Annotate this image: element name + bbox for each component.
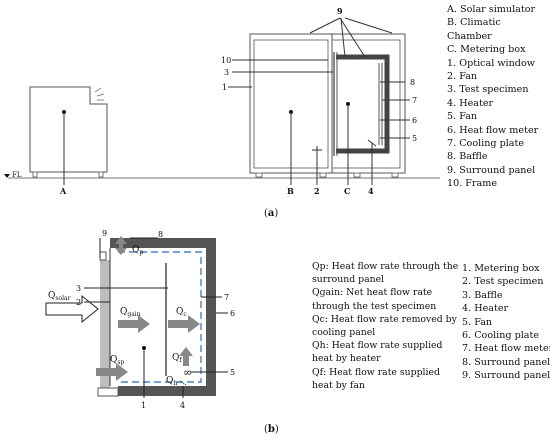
legend-b-description: Qp: Heat flow rate through the surround … bbox=[312, 261, 459, 286]
svg-text:∞: ∞ bbox=[183, 366, 192, 379]
legend-a-item: 4. Heater bbox=[447, 97, 494, 109]
legend-b-description: Qc: Heat flow rate removed by cooling pa… bbox=[312, 313, 457, 339]
callout-a-10: 10 bbox=[221, 56, 231, 65]
legend-a-item: C. Metering box bbox=[447, 44, 526, 56]
callout-b-9: 9 bbox=[102, 229, 107, 238]
legend-a-item: A. Solar simulator bbox=[447, 4, 536, 15]
caption-a: (a) bbox=[264, 208, 279, 219]
floor-marker-icon bbox=[4, 174, 10, 178]
test-specimen-slab bbox=[100, 260, 110, 388]
letter-a: A bbox=[59, 186, 67, 196]
q-c-arrow bbox=[168, 315, 200, 333]
figure-b: ∞ bbox=[45, 236, 228, 398]
callout-b-5: 5 bbox=[230, 368, 235, 377]
q-f-arrow bbox=[179, 347, 193, 366]
legend-a-item: 10. Frame bbox=[447, 178, 498, 190]
letter-c: C bbox=[344, 186, 350, 196]
legend-b-item: 7. Heat flow meter bbox=[462, 343, 550, 355]
solar-simulator bbox=[29, 86, 108, 173]
legend-a-item: 1. Optical window bbox=[447, 57, 535, 69]
figure-b-callouts: 9 8 3 2 7 6 5 1 4 bbox=[76, 229, 235, 410]
legend-b-item: 1. Metering box bbox=[462, 263, 540, 274]
figure-a: FL bbox=[4, 17, 440, 185]
callout-a-2: 2 bbox=[314, 186, 320, 196]
legend-b-item: 6. Cooling plate bbox=[462, 330, 540, 342]
legend-b-item: 5. Fan bbox=[462, 316, 493, 328]
letter-b: B bbox=[287, 186, 294, 196]
light-rays bbox=[94, 87, 105, 101]
legend-b-item: 8. Surround panel bbox=[462, 356, 550, 368]
legend-b-description: Qh: Heat flow rate supplied heat by heat… bbox=[312, 340, 443, 365]
callout-a-5: 5 bbox=[412, 134, 417, 143]
callout-a-4: 4 bbox=[368, 186, 374, 196]
legend-a-item: 7. Cooling plate bbox=[447, 138, 525, 150]
caption-b: (b) bbox=[264, 424, 279, 435]
legend-a-item: 3. Test specimen bbox=[447, 84, 529, 96]
bottom-surround-panel bbox=[118, 386, 216, 396]
q-sp-arrow bbox=[96, 363, 128, 381]
q-p-label: Qp bbox=[132, 245, 143, 256]
callout-b-1: 1 bbox=[141, 401, 146, 410]
legend-b-item: 9. Surround panel bbox=[462, 370, 550, 382]
callout-a-3: 3 bbox=[224, 68, 229, 77]
right-surround-panel bbox=[206, 238, 216, 396]
legend-b-description: Qgain: Net heat flow rate through the te… bbox=[312, 287, 437, 312]
callout-b-7: 7 bbox=[224, 293, 229, 302]
callout-a-1: 1 bbox=[222, 83, 227, 92]
legend-a-item: 9. Surround panel bbox=[447, 164, 536, 176]
callout-b-8: 8 bbox=[158, 230, 163, 239]
q-sp-label: Qsp bbox=[110, 355, 124, 366]
legend-a-item: 2. Fan bbox=[447, 71, 478, 83]
legend-a-item: 6. Heat flow meter bbox=[447, 124, 539, 136]
legend-a-item: 8. Baffle bbox=[447, 151, 488, 163]
legend-b-item: 2. Test specimen bbox=[462, 276, 544, 288]
legend-a-item: 5. Fan bbox=[447, 111, 478, 123]
floor-label: FL bbox=[12, 171, 22, 179]
figure-a-callouts: 9 10 3 1 8 7 6 5 2 4 A B C bbox=[59, 6, 417, 196]
q-labels: Qsolar Qp Qgain Qc Qsp Qf Qh bbox=[48, 245, 187, 387]
legend-b-descriptions: Qp: Heat flow rate through the surround … bbox=[312, 260, 462, 392]
legend-a-item: B. Climatic Chamber bbox=[447, 17, 501, 42]
legend-b-item: 4. Heater bbox=[462, 303, 509, 315]
callout-b-2: 2 bbox=[76, 298, 81, 307]
q-gain-arrow bbox=[118, 315, 150, 333]
callout-a-7: 7 bbox=[412, 96, 417, 105]
heat-flow-meter bbox=[118, 251, 202, 383]
callout-a-9: 9 bbox=[337, 6, 343, 16]
metering-box-panel bbox=[336, 54, 390, 154]
surround-frame bbox=[332, 33, 406, 174]
q-gain-label: Qgain bbox=[120, 307, 141, 318]
callout-a-8: 8 bbox=[410, 78, 415, 87]
callout-b-4: 4 bbox=[180, 401, 185, 410]
q-f-label: Qf bbox=[172, 353, 182, 364]
callout-b-6: 6 bbox=[230, 309, 235, 318]
legend-b: 1. Metering box 2. Test specimen 3. Baff… bbox=[462, 262, 550, 383]
legend-b-description: Qf: Heat flow rate supplied heat by fan bbox=[312, 366, 440, 391]
top-surround-panel bbox=[110, 238, 216, 248]
q-solar-label: Qsolar bbox=[48, 291, 71, 302]
callout-b-3: 3 bbox=[76, 284, 81, 293]
legend-b-item: 3. Baffle bbox=[462, 289, 503, 301]
callout-a-6: 6 bbox=[412, 116, 417, 125]
q-c-label: Qc bbox=[176, 307, 187, 318]
legend-a: A. Solar simulator B. Climatic Chamber C… bbox=[447, 3, 547, 191]
q-h-label: Qh bbox=[166, 376, 177, 387]
